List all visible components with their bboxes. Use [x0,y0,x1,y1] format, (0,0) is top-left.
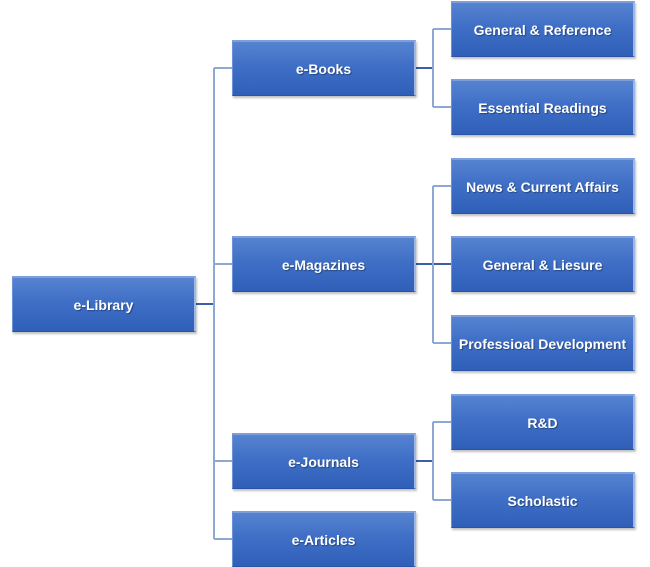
node-rnd: R&D [451,394,635,450]
node-e-articles: e-Articles [232,511,416,567]
node-general-leisure: General & Liesure [451,236,635,292]
node-e-library: e-Library [12,276,196,332]
node-e-journals: e-Journals [232,433,416,489]
node-general-reference: General & Reference [451,1,635,57]
node-scholastic: Scholastic [451,472,635,528]
node-e-magazines: e-Magazines [232,236,416,292]
node-essential-readings: Essential Readings [451,79,635,135]
node-news-current-affairs: News & Current Affairs [451,158,635,214]
node-professional-development: Professioal Development [451,315,635,371]
node-e-books: e-Books [232,40,416,96]
